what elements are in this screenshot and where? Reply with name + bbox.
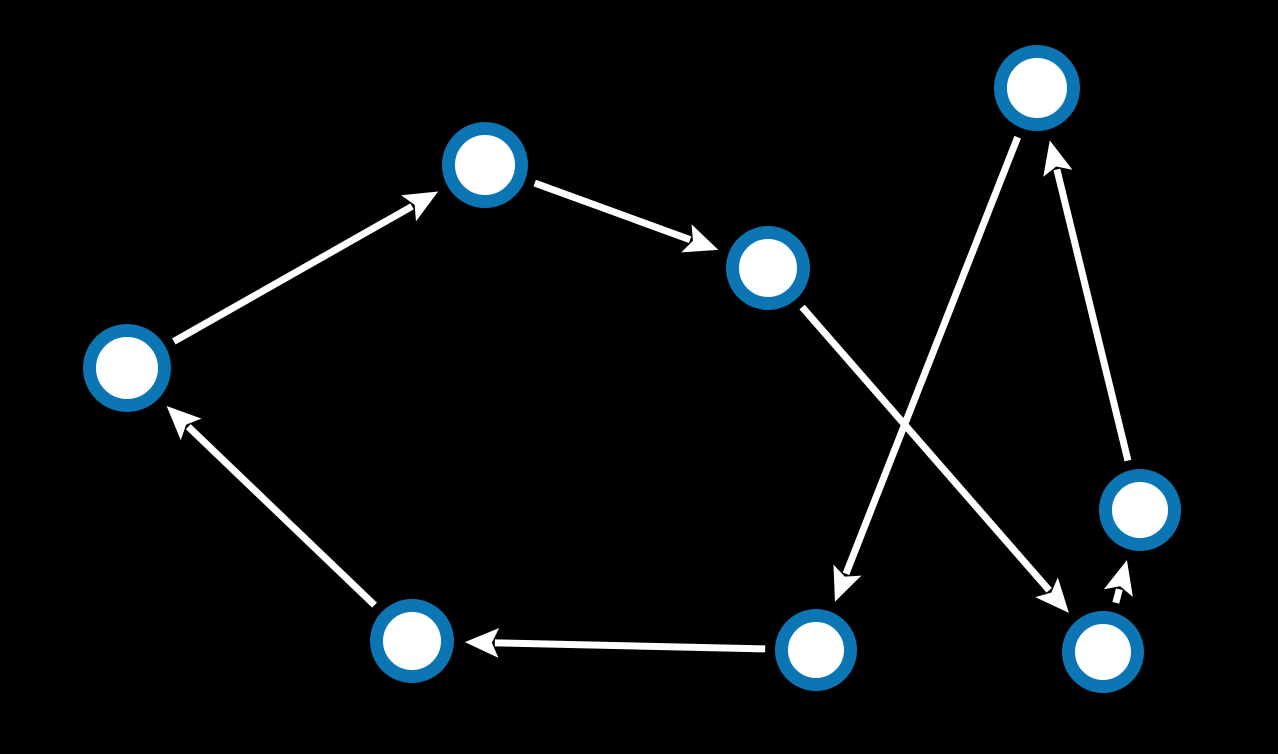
bottom-left-node[interactable] [370, 599, 454, 683]
top-right-node[interactable] [994, 45, 1080, 131]
edge-bottom-right-to-right-middle-arrowhead-icon [1103, 560, 1133, 597]
edge-bottom-center-to-bottom-left [494, 639, 766, 653]
edge-top-right-to-bottom-center [842, 135, 1021, 576]
edge-layer [166, 135, 1133, 658]
edge-top-left-to-center-arrowhead-icon [681, 224, 719, 253]
edge-bottom-right-to-right-middle [1112, 588, 1123, 604]
edge-center-to-bottom-right [799, 304, 1052, 593]
edge-center-to-bottom-right-arrowhead-icon [1035, 577, 1069, 613]
left-node[interactable] [83, 324, 171, 412]
node-layer [83, 45, 1181, 693]
top-left-node[interactable] [442, 122, 528, 208]
center-node[interactable] [726, 226, 810, 310]
edge-top-right-to-bottom-center-arrowhead-icon [833, 564, 862, 602]
edge-right-middle-to-top-right [1053, 168, 1132, 462]
right-middle-node[interactable] [1099, 469, 1181, 551]
edge-bottom-left-to-left-arrowhead-icon [166, 405, 202, 441]
edge-left-to-top-left-arrowhead-icon [401, 191, 439, 222]
edge-top-left-to-center [533, 179, 692, 243]
bottom-center-node[interactable] [775, 609, 857, 691]
edge-left-to-top-left [172, 203, 414, 345]
bottom-right-node[interactable] [1062, 611, 1144, 693]
edge-bottom-left-to-left [185, 424, 377, 608]
edge-right-middle-to-top-right-arrowhead-icon [1043, 140, 1073, 177]
edge-bottom-center-to-bottom-left-arrowhead-icon [464, 627, 500, 658]
